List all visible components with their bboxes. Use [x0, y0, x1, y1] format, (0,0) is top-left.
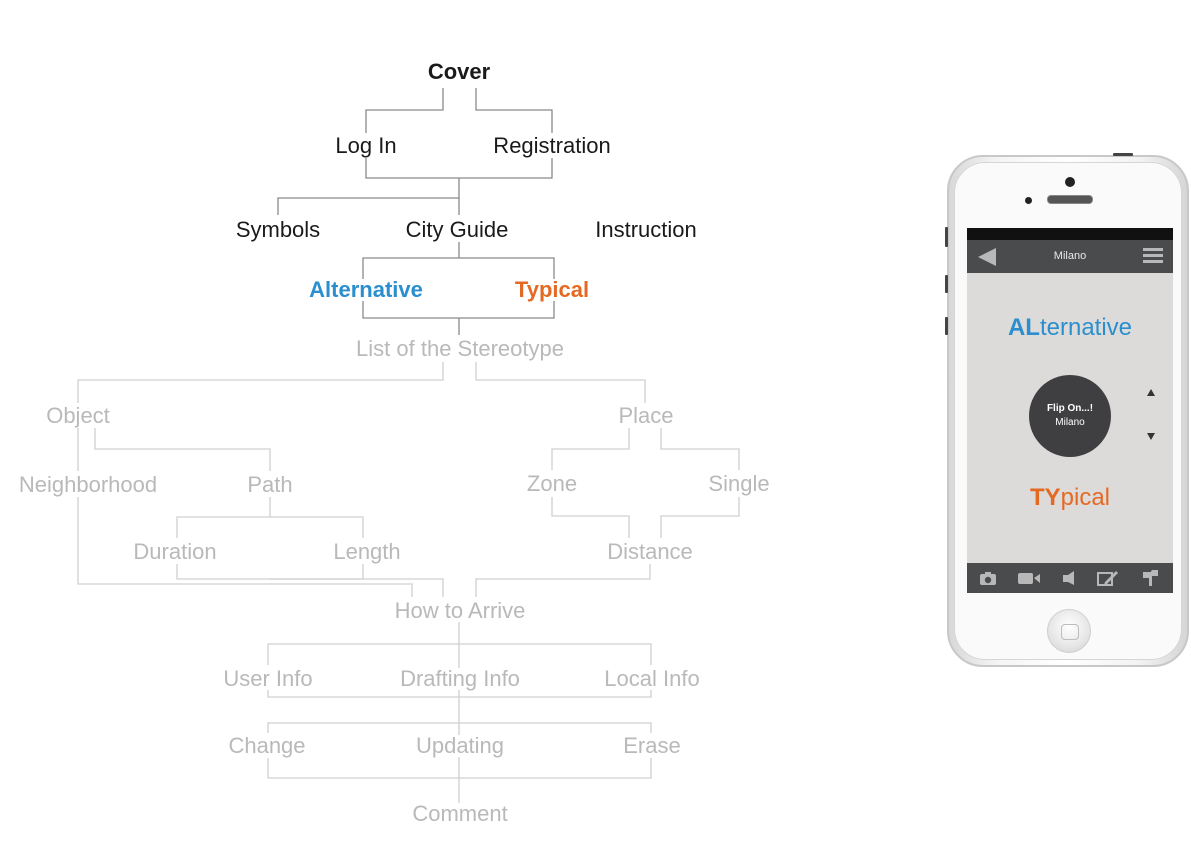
connector-login-down — [365, 158, 553, 179]
flip-city: Milano — [1055, 417, 1085, 428]
node-updating: Updating — [413, 733, 507, 758]
connector-durlen-arrive — [270, 578, 444, 597]
home-square-icon — [1061, 624, 1079, 640]
connector-place-single — [660, 428, 740, 470]
flip-button[interactable]: Flip On...! Milano — [1029, 375, 1111, 457]
volume-down-button — [945, 317, 948, 335]
node-erase: Erase — [621, 733, 683, 758]
node-duration: Duration — [131, 539, 219, 564]
connector-stereotype-place — [475, 362, 646, 403]
camera-icon[interactable] — [979, 570, 997, 586]
power-button — [1113, 153, 1133, 156]
typical-rest: pical — [1060, 484, 1111, 511]
connector-neighborhood-arrive — [77, 497, 413, 597]
home-button[interactable] — [1047, 609, 1091, 653]
connector-path-duration — [176, 497, 271, 538]
nav-title: Milano — [1053, 250, 1087, 262]
arrow-up-icon[interactable] — [1147, 389, 1155, 396]
status-bar — [967, 228, 1173, 240]
node-symbols: Symbols — [233, 217, 323, 242]
alternative-rest: ternative — [1039, 314, 1133, 341]
node-user-info: User Info — [221, 666, 315, 691]
node-login: Log In — [333, 133, 399, 158]
arrow-down-icon[interactable] — [1147, 433, 1155, 440]
connector-single-distance — [660, 497, 740, 538]
connector-info-box-top — [267, 643, 652, 665]
connector-to-symbols — [277, 178, 460, 215]
connector-cover-registration — [475, 88, 553, 133]
connector-zone-distance — [551, 497, 630, 538]
proximity-sensor — [1025, 197, 1032, 204]
video-icon[interactable] — [1017, 570, 1041, 586]
node-place: Place — [616, 403, 676, 428]
node-how-to-arrive: How to Arrive — [392, 598, 528, 623]
typical-bold: TY — [1029, 484, 1061, 511]
node-local-info: Local Info — [602, 666, 702, 691]
connector-distance-arrive — [475, 564, 651, 597]
node-registration: Registration — [491, 133, 613, 158]
node-typical: Typical — [512, 277, 592, 302]
back-icon[interactable] — [978, 248, 996, 266]
node-city-guide: City Guide — [403, 217, 511, 242]
node-distance: Distance — [605, 539, 695, 564]
flip-title: Flip On...! — [1046, 403, 1094, 414]
front-camera — [1065, 177, 1075, 187]
node-cover: Cover — [425, 59, 493, 84]
bottom-toolbar — [967, 563, 1173, 593]
connector-cover-login — [365, 88, 444, 133]
edit-icon[interactable] — [1097, 570, 1119, 586]
node-stereotype: List of the Stereotype — [354, 336, 566, 361]
node-change: Change — [226, 733, 308, 758]
phone-screen: Milano ALternative Flip On...! Milano TY… — [967, 228, 1173, 593]
typical-option[interactable]: TYpical — [967, 484, 1173, 512]
connector-object-path — [94, 428, 271, 471]
node-object: Object — [44, 403, 112, 428]
mute-switch — [945, 227, 948, 247]
connector-place-zone — [551, 428, 630, 470]
node-zone: Zone — [524, 471, 580, 496]
node-instruction: Instruction — [593, 217, 699, 242]
earpiece-speaker — [1047, 195, 1093, 204]
node-comment: Comment — [410, 801, 510, 826]
alternative-bold: AL — [1007, 314, 1040, 341]
volume-up-button — [945, 275, 948, 293]
node-single: Single — [706, 471, 772, 496]
node-neighborhood: Neighborhood — [16, 472, 160, 497]
node-path: Path — [245, 472, 295, 497]
connector-action-box-bottom — [267, 758, 652, 779]
connector-stereotype-object — [77, 362, 444, 403]
node-alternative: Alternative — [307, 277, 425, 302]
signpost-icon[interactable] — [1141, 570, 1159, 586]
menu-icon[interactable] — [1143, 248, 1163, 264]
nav-bar: Milano — [967, 240, 1173, 273]
node-drafting-info: Drafting Info — [398, 666, 522, 691]
connector-info-box-bottom — [267, 690, 652, 698]
connector-cityguide-box — [362, 242, 555, 319]
connector-path-length — [270, 516, 364, 538]
node-length: Length — [331, 539, 403, 564]
connector-action-box-top — [267, 722, 652, 733]
speaker-icon[interactable] — [1060, 570, 1078, 586]
phone-mockup: Milano ALternative Flip On...! Milano TY… — [945, 153, 1189, 667]
alternative-option[interactable]: ALternative — [967, 314, 1173, 342]
connector-duration-length-box — [176, 564, 364, 580]
